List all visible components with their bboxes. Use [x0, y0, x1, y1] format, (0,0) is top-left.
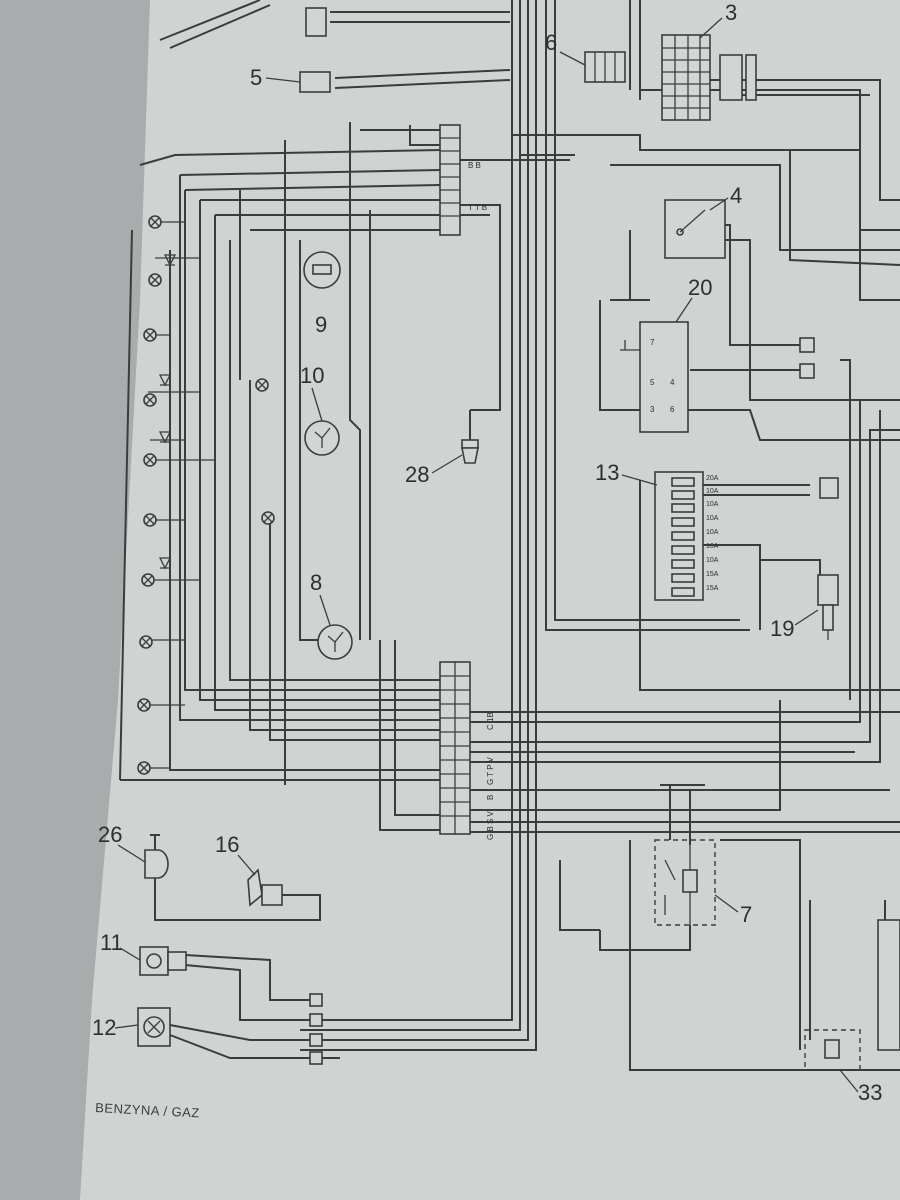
- component-label-5: 5: [250, 65, 262, 90]
- component-label-12: 12: [92, 1015, 116, 1040]
- connector-code: G T P V: [486, 756, 495, 785]
- component-4-switch: [664, 199, 726, 259]
- fuse-rating: 20A: [706, 475, 719, 482]
- svg-text:5: 5: [650, 378, 655, 387]
- component-label-3: 3: [725, 0, 737, 25]
- component-label-20: 20: [688, 275, 712, 300]
- bottom-left-connector: C 1B G T P V B G B S V: [439, 661, 495, 840]
- svg-text:3: 3: [650, 405, 655, 414]
- component-label-7: 7: [740, 902, 752, 927]
- component-label-9: 9: [315, 312, 327, 337]
- connector-code: C 1B: [486, 712, 495, 730]
- fuse-rating: 10A: [706, 501, 719, 508]
- component-16-motor: [247, 868, 283, 907]
- diagram-caption: BENZYNA / GAZ: [95, 1100, 200, 1120]
- connector-code: G B S V: [486, 810, 495, 840]
- wires: [119, 0, 900, 1071]
- component-label-33: 33: [858, 1080, 882, 1105]
- component-7-relay: [654, 839, 716, 926]
- component-11-sender: [139, 946, 187, 976]
- component-10-gauge: [304, 420, 340, 456]
- component-6-connector: [584, 51, 626, 83]
- top-left-connector: B B T T B: [439, 124, 487, 236]
- fuse-rating: 10A: [706, 488, 719, 495]
- bottom-plug-row: [309, 993, 323, 1065]
- svg-text:6: 6: [670, 405, 675, 414]
- fuse-rating: 10A: [706, 529, 719, 536]
- component-label-4: 4: [730, 183, 742, 208]
- component-8-gauge: [317, 624, 353, 660]
- component-9-gauge: [303, 251, 341, 289]
- component-20-relay: 7 5 4 3 6: [620, 321, 815, 433]
- fuse-rating: 15A: [706, 585, 719, 592]
- indicator-lamp-column: [137, 215, 275, 775]
- svg-text:B B: B B: [468, 161, 481, 170]
- component-3-block: [661, 34, 757, 121]
- component-26-horn: [144, 834, 169, 879]
- component-28-bulb: [461, 410, 479, 464]
- component-label-19: 19: [770, 616, 794, 641]
- component-19-sensor: [817, 574, 839, 640]
- component-labels: 3 6 5 4 20 9 10 28 13 19 8 26 16 7 11 12…: [92, 0, 882, 1105]
- fuse-rating: 15A: [706, 571, 719, 578]
- fuse-rating: 10A: [706, 515, 719, 522]
- component-13-fusebox: 20A 10A 10A 10A 10A 10A 10A 15A 15A: [654, 471, 839, 601]
- component-label-28: 28: [405, 462, 429, 487]
- component-label-11: 11: [100, 930, 123, 955]
- fuse-rating: 10A: [706, 543, 719, 550]
- component-12-lamp: [137, 1007, 171, 1047]
- svg-text:T T B: T T B: [468, 203, 487, 212]
- component-33-relay: [804, 919, 900, 1071]
- svg-text:7: 7: [650, 338, 655, 347]
- component-label-10: 10: [300, 363, 324, 388]
- svg-text:4: 4: [670, 378, 675, 387]
- component-label-6: 6: [545, 30, 557, 55]
- component-label-26: 26: [98, 822, 122, 847]
- component-label-8: 8: [310, 570, 322, 595]
- fuse-rating-list: 20A 10A 10A 10A 10A 10A 10A 15A 15A: [706, 475, 719, 592]
- component-label-16: 16: [215, 832, 239, 857]
- connector-code: B: [486, 795, 495, 800]
- fuse-rating: 10A: [706, 557, 719, 564]
- component-label-13: 13: [595, 460, 619, 485]
